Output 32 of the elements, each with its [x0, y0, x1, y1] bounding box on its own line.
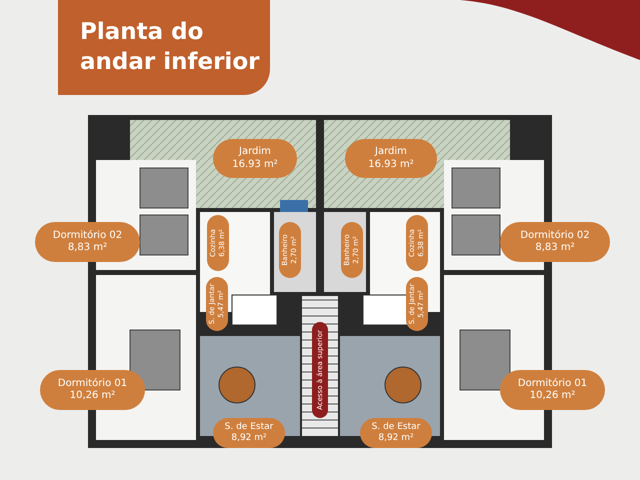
- room-label: Dormitório 02: [52, 230, 122, 242]
- room-label: 8,83 m²: [68, 242, 108, 254]
- room-label: 8,83 m²: [535, 242, 575, 254]
- room-label-tag: [279, 222, 301, 278]
- room-label: Dormitório 01: [518, 378, 588, 390]
- room-label-tag: [341, 222, 363, 278]
- room-label: 8,92 m²: [378, 433, 414, 444]
- room-label-tag: [406, 277, 428, 331]
- room-label-tag: [206, 277, 228, 331]
- room-label-tag: [40, 370, 145, 410]
- room-label: 10,26 m²: [70, 390, 116, 402]
- room-label: Dormitório 01: [58, 378, 128, 390]
- room-label-tag: [406, 215, 428, 271]
- room-label: Jardim: [375, 146, 407, 158]
- room-label: S. de Estar: [224, 422, 274, 433]
- room-label-tag: [207, 215, 229, 271]
- room-label: Jardim: [239, 146, 271, 158]
- room-label: 8,92 m²: [231, 433, 267, 444]
- room-label: Dormitório 02: [520, 230, 590, 242]
- room-label: S. de Estar: [372, 422, 420, 433]
- room-label-tag: [35, 222, 140, 262]
- room-label: 16.93 m²: [368, 158, 414, 171]
- room-label-tag: [500, 222, 610, 262]
- title-banner: Planta do andar inferior: [58, 0, 270, 95]
- room-label: 16.93 m²: [232, 158, 278, 171]
- room-label: 10,26 m²: [530, 390, 576, 402]
- room-label-tag: [345, 139, 437, 178]
- room-label-tag: [213, 139, 297, 178]
- room-label-tag: [360, 418, 432, 448]
- room-label-tag: [312, 322, 328, 418]
- room-label-tag: [213, 418, 285, 448]
- room-label-tag: [500, 370, 605, 410]
